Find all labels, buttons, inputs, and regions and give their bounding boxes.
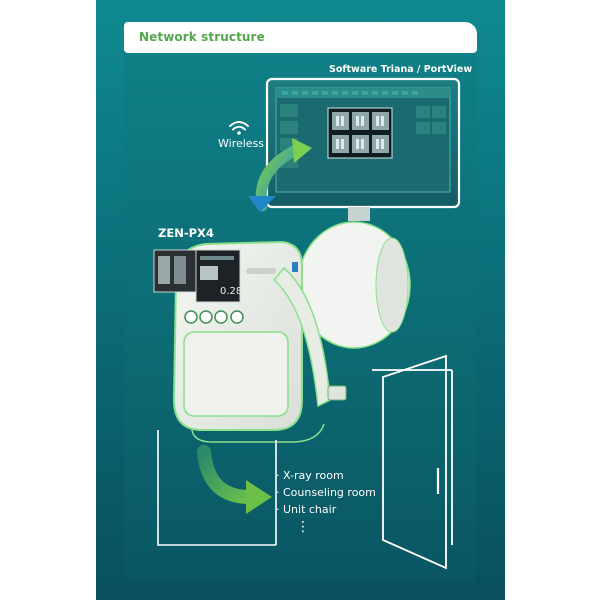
device-battery-cover bbox=[183, 331, 289, 417]
header-bar: Network structure bbox=[124, 22, 477, 53]
wifi-icon bbox=[229, 121, 249, 135]
arrow-head-down bbox=[248, 196, 276, 212]
wireless-arrow bbox=[248, 138, 312, 212]
door-panel bbox=[382, 354, 447, 570]
room-wall-left bbox=[157, 430, 276, 546]
device-buttons bbox=[184, 310, 244, 324]
diagram-artwork: 0.28 bbox=[153, 77, 461, 570]
monitor-stand bbox=[348, 207, 370, 221]
location-arrow bbox=[197, 445, 272, 514]
wireless-label: Wireless bbox=[218, 137, 265, 150]
monitor bbox=[265, 77, 461, 221]
device-button-4 bbox=[230, 310, 244, 324]
room-outline bbox=[157, 430, 277, 546]
device-screen-value: 0.28 bbox=[220, 286, 242, 297]
software-label: Software Triana / PortView bbox=[329, 64, 473, 75]
device-button-2 bbox=[199, 310, 213, 324]
location-item-counseling-room: · Counseling room bbox=[276, 486, 376, 499]
xray-teeth bbox=[336, 116, 384, 149]
location-more-dots: ⋮ bbox=[296, 519, 310, 535]
device-button-1 bbox=[184, 310, 198, 324]
device-button-3 bbox=[214, 310, 228, 324]
monitor-side-thumbnails bbox=[280, 104, 446, 168]
network-structure-panel: Network structure bbox=[96, 0, 505, 600]
device-slot bbox=[246, 268, 276, 274]
device-trigger bbox=[327, 385, 347, 401]
location-item-unit-chair: · Unit chair bbox=[276, 503, 337, 516]
device-screen: 0.28 bbox=[153, 249, 242, 303]
arrow-head-up bbox=[292, 138, 312, 163]
xray-tube-head bbox=[297, 221, 411, 349]
device-indicator bbox=[292, 262, 298, 272]
location-arrow-head bbox=[246, 480, 272, 514]
monitor-toolbar-buttons bbox=[282, 91, 418, 95]
page-title: Network structure bbox=[139, 30, 265, 44]
device-handle bbox=[272, 266, 331, 408]
location-item-xray-room: · X-ray room bbox=[276, 469, 344, 482]
device-label: ZEN-PX4 bbox=[158, 226, 214, 240]
door bbox=[372, 354, 453, 570]
